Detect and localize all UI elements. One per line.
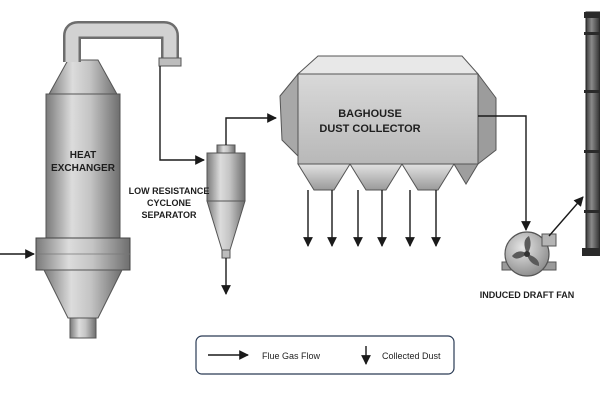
- legend-flue-gas-label: Flue Gas Flow: [262, 351, 321, 361]
- top-duct: [63, 21, 182, 67]
- cyclone-cone: [206, 200, 246, 251]
- legend: Flue Gas Flow Collected Dust: [195, 335, 455, 375]
- exhaust-stack: [582, 11, 600, 256]
- heat-exchanger-label-line2: EXCHANGER: [51, 163, 116, 174]
- hopper-3: [401, 163, 455, 191]
- baghouse-dust-collector: BAGHOUSE DUST COLLECTOR: [279, 55, 497, 191]
- collected-dust-arrows: [221, 190, 441, 295]
- baghouse-label-line2: DUST COLLECTOR: [319, 123, 420, 135]
- legend-box: [195, 335, 455, 375]
- cyclone-label-line1: LOW RESISTANCE: [129, 186, 210, 196]
- induced-draft-fan: INDUCED DRAFT FAN: [480, 231, 575, 300]
- hopper-2: [349, 163, 403, 191]
- flue-gas-flow-lines: [0, 66, 584, 259]
- legend-collected-dust-label: Collected Dust: [382, 351, 441, 361]
- cyclone-label-line3: SEPARATOR: [141, 210, 197, 220]
- heat-exchanger-outlet: [69, 317, 97, 339]
- fan-blades-icon: [512, 236, 540, 266]
- heat-exchanger-cone: [43, 269, 123, 319]
- baghouse-left-facet: [279, 72, 299, 158]
- hopper-1: [297, 163, 351, 191]
- cyclone-body: [206, 152, 246, 202]
- heat-exchanger: HEAT EXCHANGER: [35, 59, 131, 339]
- cyclone-top-cap: [216, 144, 236, 154]
- baghouse-right-facet: [477, 72, 497, 166]
- flow-arrow-to-fan: [478, 115, 531, 231]
- flow-arrow-to-cyclone: [159, 66, 205, 165]
- cyclone-separator: LOW RESISTANCE CYCLONE SEPARATOR: [129, 144, 246, 259]
- cyclone-label-line2: CYCLONE: [147, 198, 191, 208]
- baghouse-top: [296, 55, 480, 75]
- heat-exchanger-dome: [47, 59, 119, 97]
- heat-exchanger-shell: [45, 93, 121, 241]
- heat-exchanger-label-line1: HEAT: [70, 150, 96, 161]
- flow-arrow-to-baghouse: [225, 113, 277, 145]
- baghouse-label-line1: BAGHOUSE: [338, 108, 402, 120]
- flow-arrow-to-stack: [548, 196, 584, 237]
- fan-label: INDUCED DRAFT FAN: [480, 290, 575, 300]
